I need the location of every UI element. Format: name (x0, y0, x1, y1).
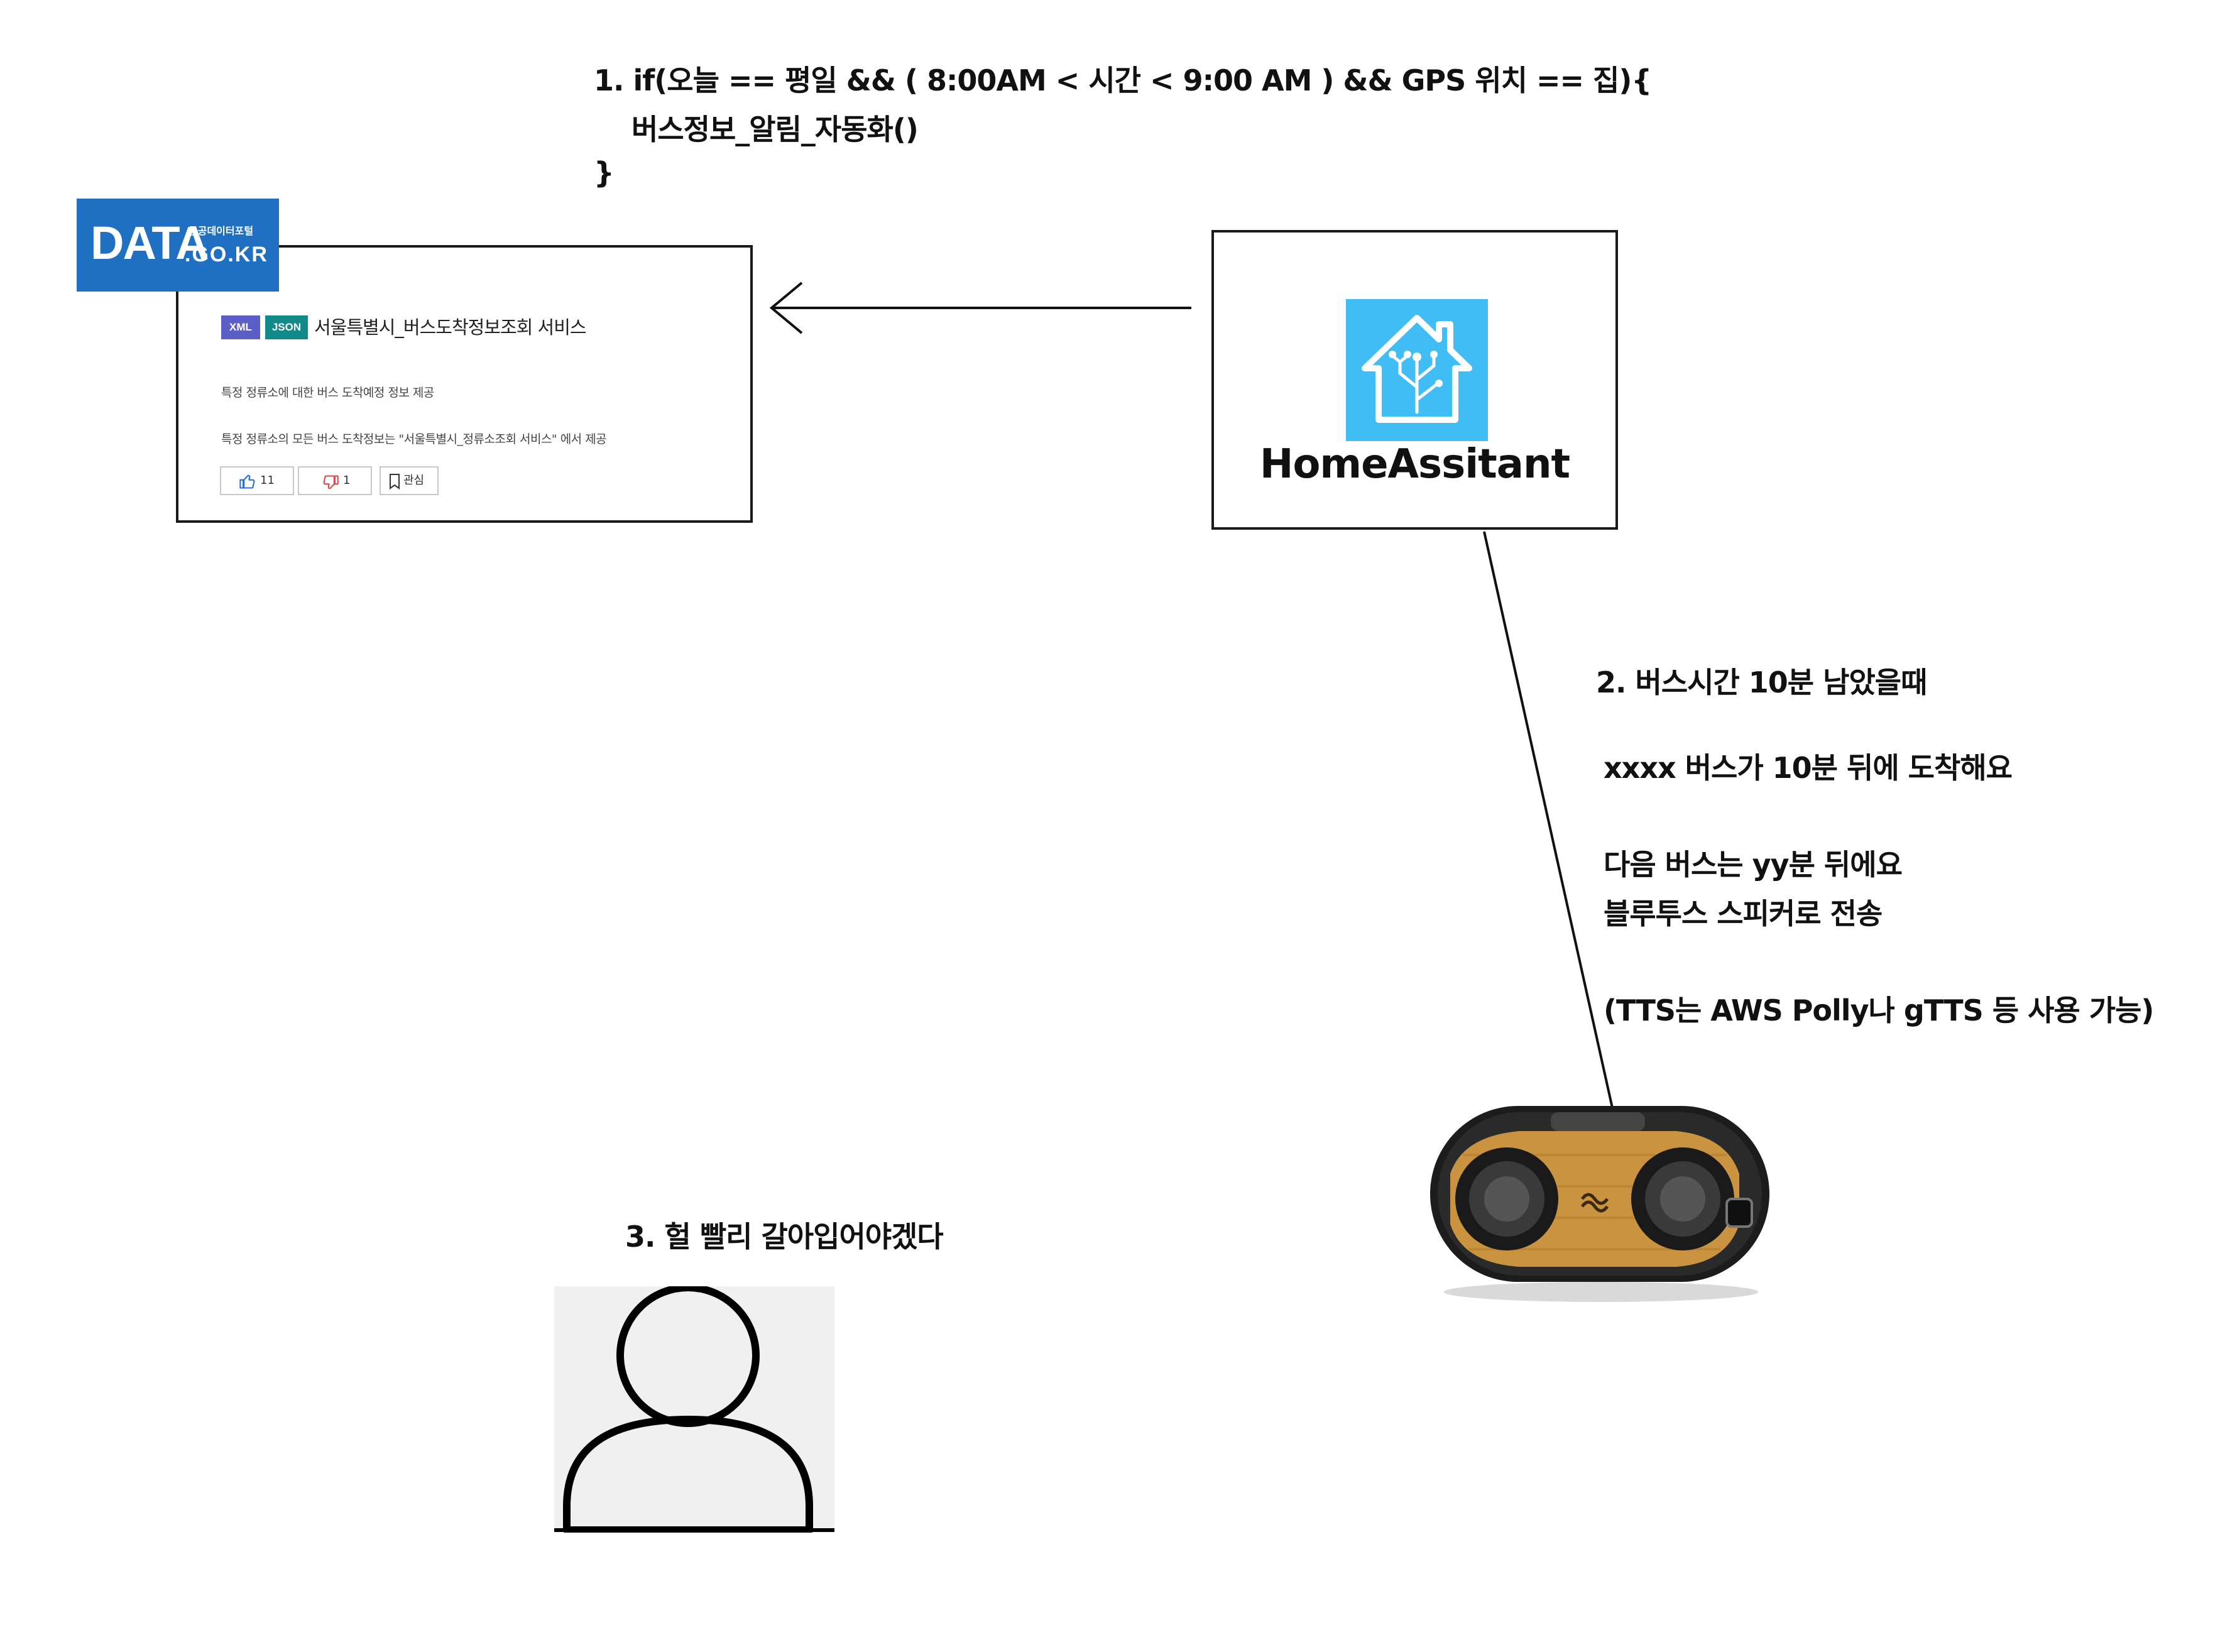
step3-label: 3. 헐 빨리 갈아입어야겠다 (625, 1220, 944, 1254)
like-count: 11 (260, 474, 275, 487)
like-button[interactable]: 11 (220, 466, 294, 495)
bookmark-icon (390, 474, 400, 490)
condition-line-3: } (594, 156, 615, 190)
dislike-count: 1 (343, 474, 351, 487)
connector-line (1483, 531, 1617, 1125)
api-desc-2: 특정 정류소의 모든 버스 도착정보는 "서울특별시_정류소조회 서비스" 에서… (221, 432, 607, 446)
datagokr-logo: DATA 공공데이터포털 .GO.KR (77, 199, 279, 292)
api-title[interactable]: 서울특별시_버스도착정보조회 서비스 (314, 317, 587, 338)
homeassistant-label: HomeAssitant (1259, 441, 1570, 488)
logo-small-text: 공공데이터포털 (189, 225, 254, 237)
person-icon (554, 1286, 834, 1533)
step2-label: 2. 버스시간 10분 남았을때 (1596, 665, 1927, 699)
homeassistant-box: HomeAssitant (1211, 230, 1618, 530)
person-frame (554, 1286, 834, 1533)
interest-button[interactable]: 관심 (380, 466, 439, 495)
badge-json: JSON (265, 315, 308, 339)
dislike-button[interactable]: 1 (298, 466, 372, 495)
tts-message-2: 다음 버스는 yy분 뒤에요 (1604, 848, 1903, 882)
tts-message-1: xxxx 버스가 10분 뒤에 도착해요 (1604, 751, 2013, 785)
badge-xml: XML (221, 315, 260, 339)
bluetooth-speaker-icon (1430, 1106, 1769, 1302)
api-desc-1: 특정 정류소에 대한 버스 도착예정 정보 제공 (221, 386, 434, 400)
thumbs-down-icon (323, 475, 339, 490)
home-assistant-logo-icon (1346, 299, 1488, 441)
condition-line-2: 버스정보_알림_자동화() (631, 112, 919, 146)
tts-message-3: 블루투스 스피커로 전송 (1604, 897, 1883, 931)
tts-note: (TTS는 AWS Polly나 gTTS 등 사용 가능) (1604, 993, 2154, 1027)
condition-line-1: 1. if(오늘 == 평일 && ( 8:00AM < 시간 < 9:00 A… (594, 63, 1652, 97)
logo-domain-text: .GO.KR (185, 243, 268, 266)
thumbs-up-icon (239, 474, 255, 489)
logo-main-text: DATA (90, 217, 209, 269)
arrow-left-icon (769, 282, 1191, 334)
interest-label: 관심 (403, 474, 425, 487)
